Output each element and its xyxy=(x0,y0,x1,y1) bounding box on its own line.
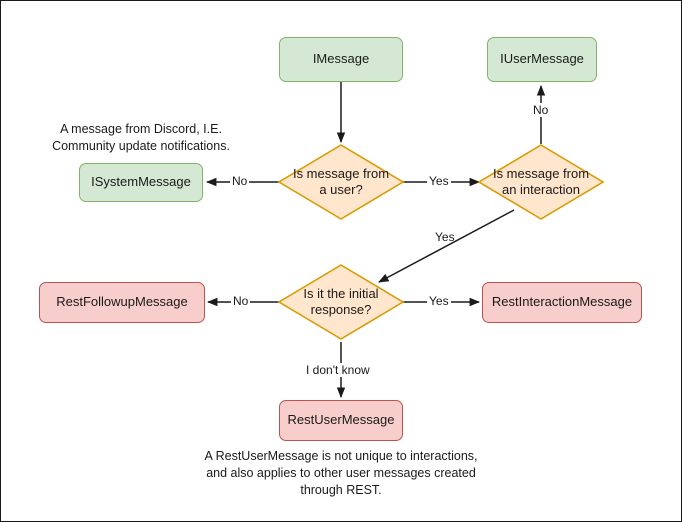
node-imessage[interactable]: IMessage xyxy=(279,37,403,82)
note-rest-user-message: A RestUserMessage is not unique to inter… xyxy=(204,449,478,497)
edge-label-user-yes-text: Yes xyxy=(429,174,449,188)
edge-label-initial-unknown-text: I don't know xyxy=(306,363,370,377)
note-system-message: A message from Discord, I.E. Community u… xyxy=(52,122,230,153)
edge-label-user-yes: Yes xyxy=(427,174,451,189)
edge-label-interaction-no-text: No xyxy=(533,103,549,117)
node-iusermessage-label: IUserMessage xyxy=(500,51,584,67)
node-isystemmessage[interactable]: ISystemMessage xyxy=(79,163,203,202)
edge-label-user-no: No xyxy=(230,174,250,189)
edge-label-interaction-yes-text: Yes xyxy=(435,230,455,244)
node-decision-interaction-label: Is message from an interaction xyxy=(492,165,590,197)
edge-label-interaction-no: No xyxy=(531,103,551,118)
edge-label-initial-unknown: I don't know xyxy=(304,363,372,378)
node-decision-initial-label: Is it the initial response? xyxy=(303,285,379,317)
node-decision-user[interactable]: Is message from a user? xyxy=(277,143,405,221)
node-decision-interaction[interactable]: Is message from an interaction xyxy=(477,143,605,221)
edge-label-initial-no-text: No xyxy=(233,294,249,308)
edge-label-interaction-yes: Yes xyxy=(433,230,457,244)
node-restfollowupmessage[interactable]: RestFollowupMessage xyxy=(39,282,205,323)
edge-label-user-no-text: No xyxy=(232,174,248,188)
node-iusermessage[interactable]: IUserMessage xyxy=(487,37,597,82)
node-restinteractionmessage[interactable]: RestInteractionMessage xyxy=(482,282,642,323)
node-isystemmessage-label: ISystemMessage xyxy=(91,174,191,190)
node-restfollowupmessage-label: RestFollowupMessage xyxy=(56,294,188,310)
diamond-shape xyxy=(477,144,605,220)
edge-label-initial-yes: Yes xyxy=(427,294,451,309)
diamond-shape xyxy=(277,264,405,340)
edge-label-initial-no: No xyxy=(231,294,251,309)
node-decision-user-label: Is message from a user? xyxy=(292,165,390,197)
node-restusermessage-label: RestUserMessage xyxy=(287,412,395,428)
node-imessage-label: IMessage xyxy=(312,51,370,67)
edge-label-initial-yes-text: Yes xyxy=(429,294,449,308)
diamond-shape xyxy=(277,144,405,220)
node-decision-initial[interactable]: Is it the initial response? xyxy=(277,263,405,341)
node-restusermessage[interactable]: RestUserMessage xyxy=(279,400,403,441)
node-restinteractionmessage-label: RestInteractionMessage xyxy=(491,294,633,310)
